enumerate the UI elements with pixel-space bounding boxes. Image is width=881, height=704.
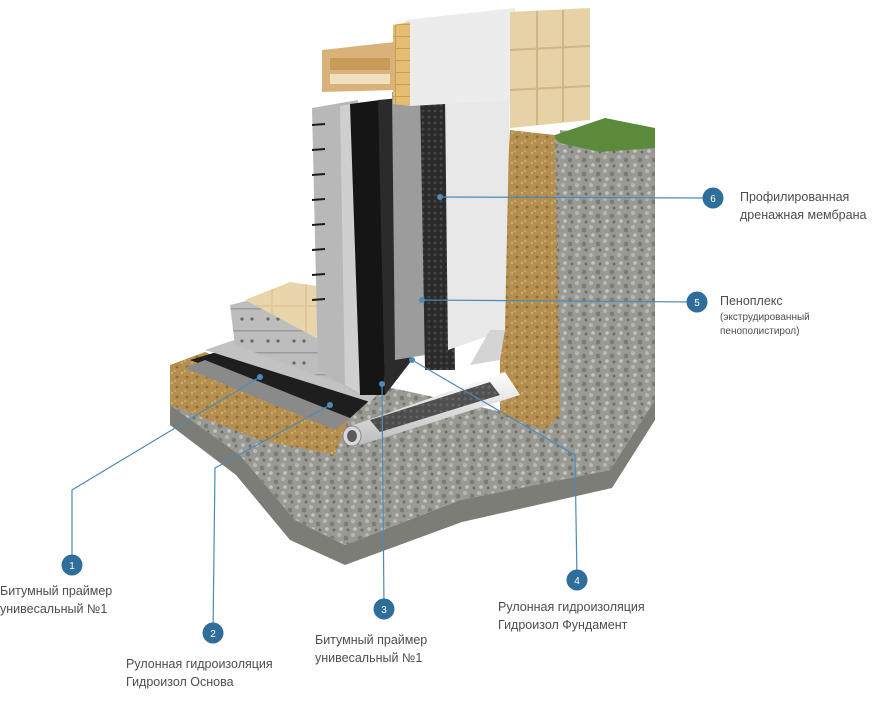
badge-5: 5 (686, 291, 708, 313)
callout-5-sublabel: (экструдированный пенополистирол) (720, 311, 810, 339)
callout-1-line-1: Битумный праймер (0, 584, 113, 598)
callout-2-line-2: Гидроизол Основа (126, 675, 234, 689)
callout-2-label: Рулонная гидроизоляция Гидроизол Основа (126, 655, 273, 691)
upper-wall (405, 8, 515, 106)
callout-4-label: Рулонная гидроизоляция Гидроизол Фундаме… (498, 598, 645, 634)
insulation-board (392, 88, 425, 360)
facade-tiles (509, 8, 591, 128)
callout-6-line-1: Профилированная (740, 190, 850, 204)
callout-5-subline-1: (экструдированный (720, 312, 810, 323)
base-membrane (190, 348, 370, 418)
bitumen-waterproofing (350, 100, 385, 395)
badge-4: 4 (566, 569, 588, 591)
callout-5-subline-2: пенополистирол) (720, 326, 800, 337)
callout-5-line-1: Пеноплекс (720, 294, 783, 308)
svg-text:1: 1 (69, 561, 75, 572)
svg-text:4: 4 (574, 576, 580, 587)
callout-3-line-1: Битумный праймер (315, 633, 428, 647)
floor-beams (322, 42, 395, 92)
callout-3-line-2: унивесальный №1 (315, 651, 423, 665)
badge-3: 3 (373, 598, 395, 620)
concrete-slab (205, 338, 380, 402)
drainage-pipe (342, 372, 520, 447)
sand-backfill (500, 130, 560, 430)
badge-2: 2 (202, 622, 224, 644)
grass (552, 118, 655, 152)
svg-text:3: 3 (381, 605, 387, 616)
callout-2-line-1: Рулонная гидроизоляция (126, 657, 273, 671)
penoplex-board (445, 92, 510, 350)
callout-5-label: Пеноплекс (720, 292, 783, 310)
callout-4-line-1: Рулонная гидроизоляция (498, 600, 645, 614)
badge-1: 1 (61, 554, 83, 576)
callout-6-line-2: дренажная мембрана (740, 208, 867, 222)
badge-6: 6 (702, 187, 724, 209)
leader-lines (71, 196, 714, 634)
svg-text:2: 2 (210, 629, 216, 640)
callout-4-line-2: Гидроизол Фундамент (498, 618, 628, 632)
leader-dots (257, 194, 443, 408)
svg-text:5: 5 (694, 298, 700, 309)
callout-1-label: Битумный праймер унивесальный №1 (0, 582, 112, 618)
callout-6-label: Профилированная дренажная мембрана (740, 188, 866, 224)
rebar (311, 123, 326, 301)
svg-text:6: 6 (710, 194, 716, 205)
callout-3-label: Битумный праймер унивесальный №1 (315, 631, 427, 667)
callout-1-line-2: унивесальный №1 (0, 602, 108, 616)
